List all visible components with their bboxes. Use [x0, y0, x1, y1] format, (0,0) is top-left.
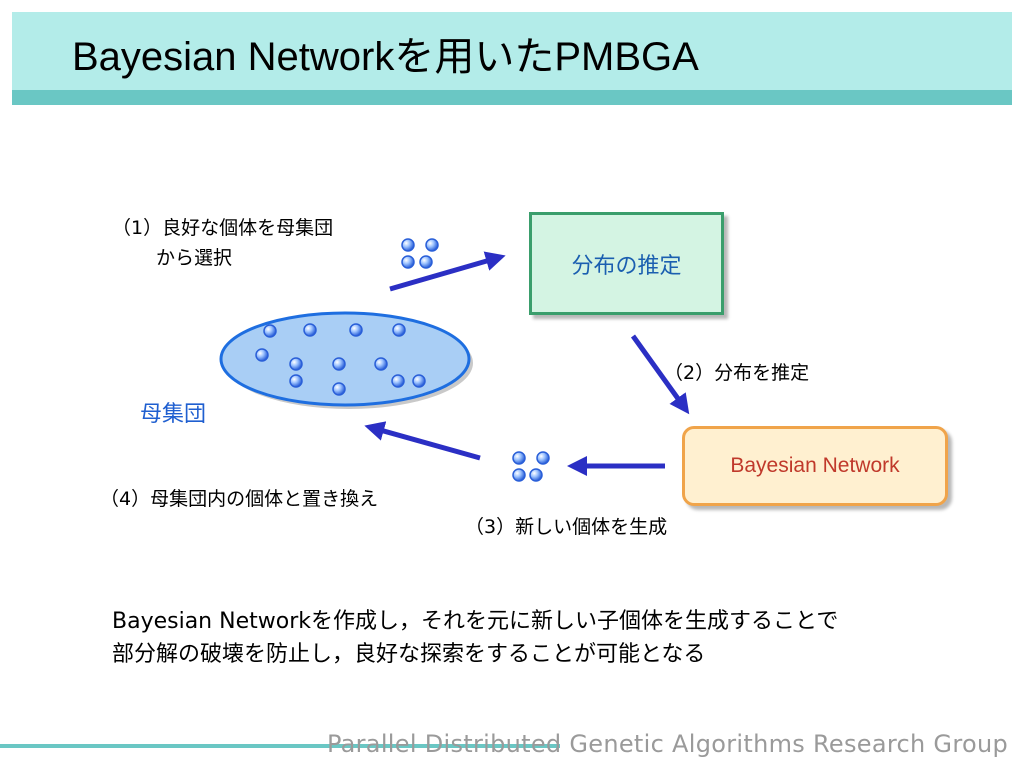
- individual-dot: [401, 238, 415, 252]
- individual-dot: [289, 357, 303, 371]
- individual-dot: [263, 324, 277, 338]
- summary-line-1: Bayesian Networkを作成し，それを元に新しい子個体を生成することで: [112, 609, 839, 634]
- arrow-estimate: [630, 334, 690, 415]
- step1-label-line1: （1）良好な個体を母集団: [112, 217, 334, 239]
- step2-label: （2）分布を推定: [664, 362, 810, 384]
- individual-dot: [419, 255, 433, 269]
- bayesian-network-box: Bayesian Network: [682, 426, 948, 506]
- individual-dot: [332, 357, 346, 371]
- footer-text: Parallel Distributed Genetic Algorithms …: [326, 730, 1008, 758]
- individual-dot: [401, 255, 415, 269]
- individual-dot: [412, 374, 426, 388]
- new-individuals: [512, 451, 550, 482]
- individual-dot: [303, 323, 317, 337]
- summary-line-2: 部分解の破壊を防止し，良好な探索をすることが可能となる: [112, 642, 706, 667]
- individual-dot: [425, 238, 439, 252]
- individual-dot: [512, 468, 526, 482]
- bayesian-network-label: Bayesian Network: [730, 454, 900, 477]
- title-band: [12, 12, 1012, 90]
- individual-dot: [332, 382, 346, 396]
- footer-line: [0, 744, 560, 748]
- selected-individuals: [401, 238, 439, 269]
- population-label: 母集団: [140, 402, 207, 427]
- individual-dot: [392, 323, 406, 337]
- individual-dot: [349, 323, 363, 337]
- arrow-replace: [364, 421, 481, 461]
- population-individuals: [255, 323, 426, 396]
- title-underline-bar: [12, 90, 1012, 105]
- step4-label: （4）母集団内の個体と置き換え: [100, 488, 379, 510]
- individual-dot: [391, 374, 405, 388]
- individual-dot: [255, 348, 269, 362]
- individual-dot: [529, 468, 543, 482]
- distribution-estimation-label: 分布の推定: [571, 253, 682, 279]
- distribution-estimation-box: 分布の推定: [529, 212, 724, 315]
- step1-label-line2: から選択: [156, 247, 233, 269]
- arrow-select: [389, 251, 506, 292]
- slide-title: Bayesian Networkを用いたPMBGA: [72, 35, 699, 79]
- individual-dot: [536, 451, 550, 465]
- individual-dot: [374, 357, 388, 371]
- summary-text: Bayesian Networkを作成し，それを元に新しい子個体を生成することで…: [112, 605, 838, 671]
- individual-dot: [512, 451, 526, 465]
- step3-label: （3）新しい個体を生成: [465, 516, 668, 538]
- individual-dot: [289, 374, 303, 388]
- population-ellipse: [219, 311, 471, 407]
